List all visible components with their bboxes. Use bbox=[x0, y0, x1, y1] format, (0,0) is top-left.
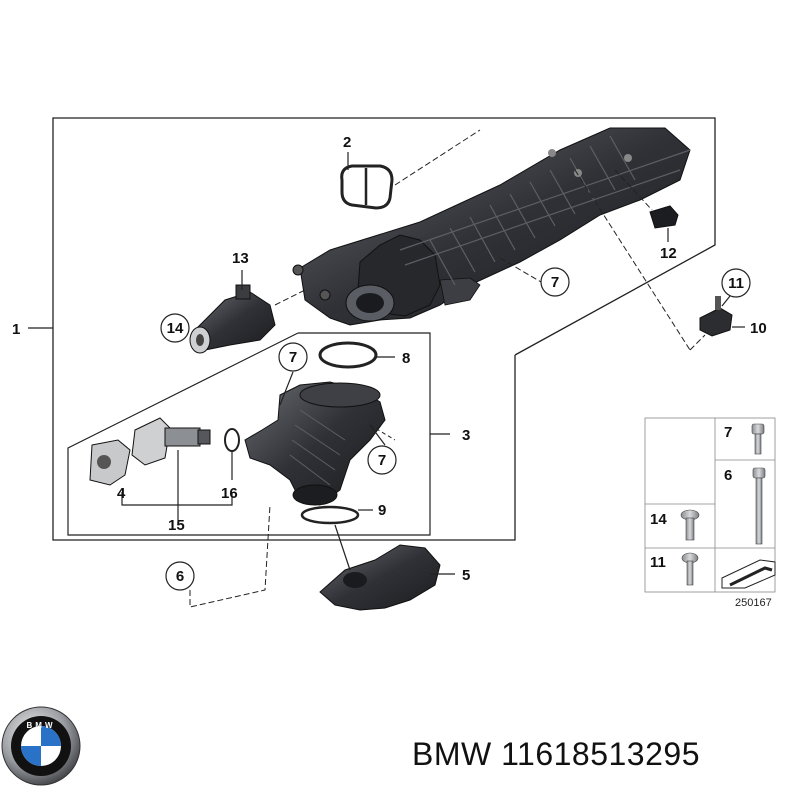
circled-callout-7b: 7 bbox=[278, 342, 308, 372]
bmw-logo: BMW bbox=[1, 706, 81, 786]
circled-callout-14: 14 bbox=[160, 313, 190, 343]
leader-5-seal bbox=[334, 524, 351, 571]
part-number-caption: BMW 11618513295 bbox=[412, 736, 700, 772]
diagram-code: 250167 bbox=[735, 597, 772, 609]
circled-callout-11: 11 bbox=[721, 268, 751, 298]
callout-13: 13 bbox=[232, 250, 249, 267]
callout-16: 16 bbox=[221, 485, 238, 502]
circled-callout-6: 6 bbox=[165, 561, 195, 591]
throttle-elbow-part-3 bbox=[244, 381, 386, 506]
plug-part-12 bbox=[649, 205, 679, 229]
arrow-icon bbox=[721, 559, 776, 589]
dashed-leader-7a bbox=[499, 257, 542, 283]
legend-row-11: 11 bbox=[650, 554, 666, 571]
legend-row-7: 7 bbox=[724, 424, 732, 441]
subassembly-outline bbox=[67, 332, 431, 536]
circled-callout-7c: 7 bbox=[367, 445, 397, 475]
callout-4: 4 bbox=[117, 485, 126, 502]
dashed-leader-14 bbox=[274, 289, 306, 306]
callout-7b: 7 bbox=[289, 349, 297, 366]
callout-6: 6 bbox=[176, 568, 184, 585]
svg-text:BMW: BMW bbox=[27, 721, 56, 730]
circled-callout-7a: 7 bbox=[540, 267, 570, 297]
sensor-part-10 bbox=[699, 296, 733, 337]
callout-10: 10 bbox=[750, 320, 767, 337]
callout-9: 9 bbox=[378, 502, 386, 519]
callout-8: 8 bbox=[402, 350, 410, 367]
callout-3: 3 bbox=[462, 427, 470, 444]
legend-row-14: 14 bbox=[650, 511, 667, 528]
leader-7c bbox=[369, 424, 386, 446]
callout-7a: 7 bbox=[551, 274, 559, 291]
bolt-long-icon bbox=[752, 467, 766, 545]
fastener-legend: 7 6 14 11 250167 bbox=[644, 417, 776, 609]
gasket-part-2 bbox=[340, 164, 394, 210]
callout-11-leader bbox=[721, 295, 731, 307]
bracket-part-5 bbox=[319, 544, 441, 611]
leader-7b bbox=[279, 371, 294, 406]
callout-1: 1 bbox=[12, 321, 20, 338]
screw-14-icon bbox=[680, 509, 700, 541]
seal-part-9 bbox=[300, 505, 360, 525]
callout-15-bracket bbox=[121, 492, 233, 506]
callout-2: 2 bbox=[343, 134, 351, 151]
dashed-leader-6 bbox=[189, 504, 271, 608]
actuator-part-14 bbox=[189, 284, 276, 354]
oring-part-8 bbox=[318, 341, 378, 369]
callout-12: 12 bbox=[660, 245, 677, 262]
valve-part-15 bbox=[131, 417, 211, 466]
callout-11: 11 bbox=[728, 275, 744, 292]
intake-manifold bbox=[292, 127, 691, 326]
screw-11-icon bbox=[681, 552, 699, 586]
bolt-short-icon bbox=[751, 423, 765, 455]
dashed-leader-10b bbox=[689, 334, 706, 351]
oring-part-16 bbox=[224, 428, 240, 452]
dashed-leader-12 bbox=[614, 169, 653, 211]
assembly-outline bbox=[52, 117, 716, 541]
callout-5: 5 bbox=[462, 567, 470, 584]
dashed-leader-7c bbox=[369, 424, 396, 441]
callout-7c: 7 bbox=[378, 452, 386, 469]
callout-15: 15 bbox=[168, 517, 185, 534]
dashed-leader-2 bbox=[394, 129, 481, 186]
legend-row-6: 6 bbox=[724, 467, 732, 484]
flange-part-4 bbox=[89, 439, 131, 486]
callout-14: 14 bbox=[167, 320, 184, 337]
